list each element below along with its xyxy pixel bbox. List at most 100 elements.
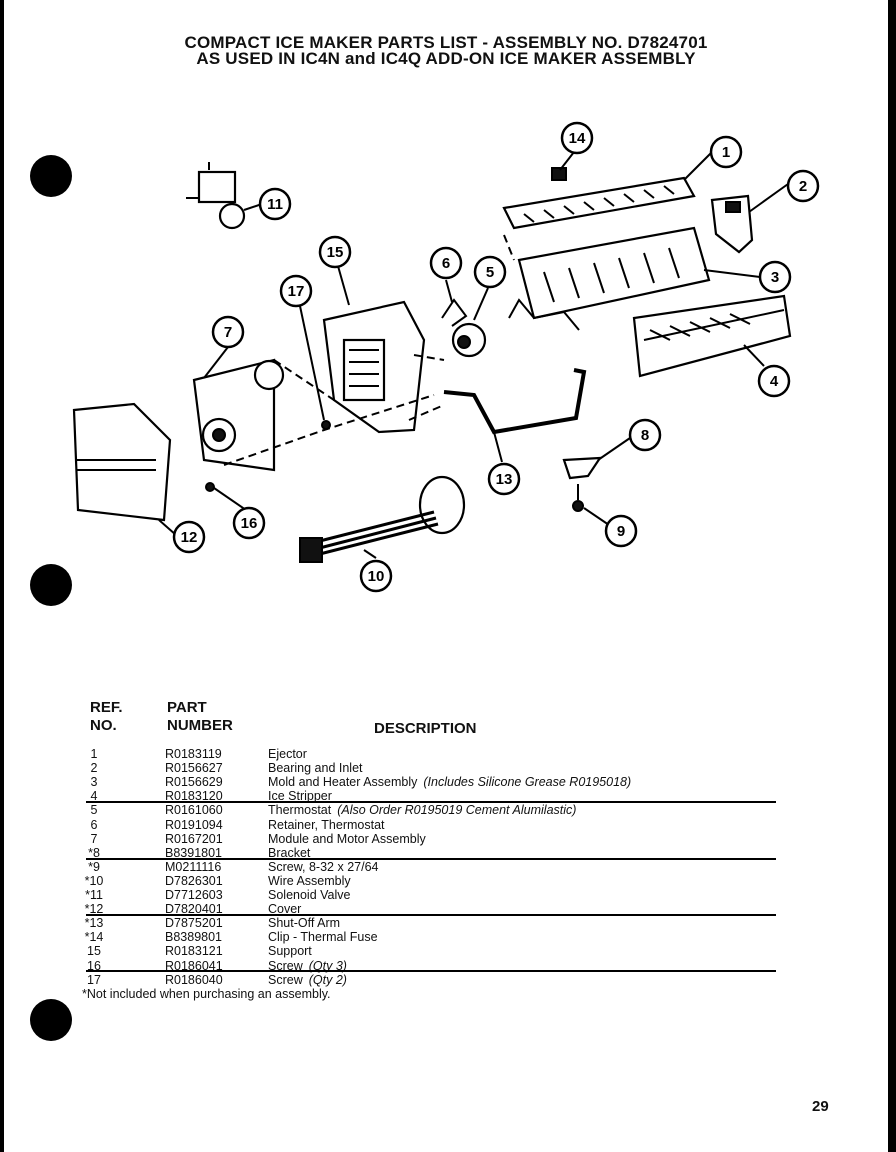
ref-no: *10 — [84, 873, 104, 888]
ref-no: 1 — [90, 747, 98, 761]
description-text: Ice Stripper — [268, 789, 332, 804]
description-text: Screw — [268, 972, 303, 987]
bracket-screw-part — [572, 484, 584, 512]
description-text: Thermostat — [268, 803, 332, 818]
bearing-inlet-part — [710, 194, 754, 254]
thermostat-retainer-part — [441, 298, 468, 327]
callout-5: 5 — [473, 255, 507, 289]
ref-no: 3 — [90, 775, 98, 790]
description: Bracket — [268, 846, 828, 860]
callout-13: 13 — [487, 462, 521, 496]
svg-text:4: 4 — [770, 373, 779, 390]
description-note: (Also Order R0195019 Cement Alumilastic) — [337, 803, 577, 818]
description-text: Cover — [268, 902, 302, 917]
binder-hole-middle — [30, 564, 72, 606]
description: Ejector — [268, 747, 828, 761]
callout-14: 14 — [560, 121, 594, 155]
description: Mold and Heater Assembly(Includes Silico… — [268, 775, 828, 789]
description-text: Bearing and Inlet — [268, 761, 363, 776]
ref-no: *11 — [85, 888, 103, 902]
solenoid-valve-part — [186, 162, 246, 230]
ejector-part — [502, 176, 696, 230]
part-number: M0211116 — [165, 859, 222, 874]
svg-text:6: 6 — [442, 255, 450, 272]
callout-6: 6 — [429, 246, 463, 280]
callout-12: 12 — [172, 520, 206, 554]
callout-4: 4 — [757, 364, 791, 398]
table-row: 5 R0161060 Thermostat (Also Order R0195019 … — [4, 803, 888, 817]
svg-text:15: 15 — [327, 244, 344, 261]
shutoff-arm-part — [443, 368, 587, 435]
callout-17: 17 — [279, 274, 313, 308]
ref-no: 4 — [90, 789, 98, 804]
module-motor-part — [192, 358, 285, 472]
parts-list-page: COMPACT ICE MAKER PARTS LIST - ASSEMBLY … — [4, 0, 888, 1152]
description-text: Bracket — [268, 845, 311, 860]
ref-no: *12 — [84, 902, 104, 917]
ref-no: 17 — [87, 972, 101, 987]
cover-part — [72, 402, 172, 522]
ref-no: 6 — [90, 817, 98, 832]
part-number: R0167201 — [165, 831, 223, 846]
page-subtitle: AS USED IN IC4N and IC4Q ADD-ON ICE MAKE… — [196, 49, 696, 68]
description: Screw (Qty 3) — [268, 959, 828, 973]
description-text: Module and Motor Assembly — [268, 831, 426, 846]
part-number: D7820401 — [165, 902, 223, 917]
ref-no: 15 — [87, 944, 101, 959]
callout-2: 2 — [786, 169, 820, 203]
part-number: D7826301 — [165, 873, 223, 888]
description: Retainer, Thermostat — [268, 818, 828, 832]
mold-heater-part — [508, 226, 711, 331]
ref-no: *13 — [84, 916, 104, 931]
part-number: B8391801 — [165, 845, 223, 860]
ref-no: *14 — [84, 930, 104, 945]
table-row: 6 R0191094 Retainer, Thermostat — [4, 818, 888, 832]
description: Thermostat (Also Order R0195019 Cement Al… — [268, 803, 828, 817]
ref-no: 5 — [90, 803, 98, 818]
description-text: Ejector — [268, 747, 307, 761]
svg-text:11: 11 — [267, 196, 283, 213]
part-number: R0191094 — [165, 817, 223, 832]
description: Screw, 8-32 x 27/64 — [268, 860, 828, 874]
part-number: R0183120 — [165, 789, 223, 804]
description: Bearing and Inlet — [268, 761, 828, 775]
wire-assembly-part — [299, 475, 466, 563]
part-number: R0183119 — [165, 747, 222, 761]
table-row: 4 R0183120 Ice Stripper — [4, 789, 888, 803]
svg-text:12: 12 — [181, 529, 198, 546]
exploded-diagram: 1 2 3 4 5 6 7 8 — [72, 121, 820, 593]
header-part: PART — [167, 699, 207, 716]
svg-text:7: 7 — [224, 324, 232, 341]
part-number: R0186041 — [165, 958, 223, 973]
table-divider — [86, 914, 776, 916]
part-number: R0186040 — [165, 972, 223, 987]
page-number: 29 — [812, 1098, 829, 1115]
svg-text:13: 13 — [496, 471, 513, 488]
description: Module and Motor Assembly — [268, 832, 828, 846]
description-text: Screw — [268, 958, 303, 973]
callout-10: 10 — [359, 559, 393, 593]
description-text: Mold and Heater Assembly — [268, 775, 418, 790]
description-text: Shut-Off Arm — [268, 916, 341, 931]
header-no: NO. — [90, 717, 117, 734]
svg-text:9: 9 — [617, 523, 625, 540]
table-row: *12 D7820401 Cover — [4, 902, 888, 916]
description-note: (Qty 2) — [308, 972, 347, 987]
ref-no: 2 — [90, 761, 98, 776]
table-row: 17 R0186040 Screw (Qty 2) — [4, 973, 888, 987]
svg-text:1: 1 — [722, 144, 730, 161]
table-divider — [86, 858, 776, 860]
svg-text:5: 5 — [486, 264, 494, 281]
description-text: Screw, 8-32 x 27/64 — [268, 859, 379, 874]
description-note: (Qty 3) — [308, 958, 347, 973]
callout-7: 7 — [211, 315, 245, 349]
header-number: NUMBER — [167, 717, 233, 734]
part-number: R0161060 — [165, 803, 223, 818]
